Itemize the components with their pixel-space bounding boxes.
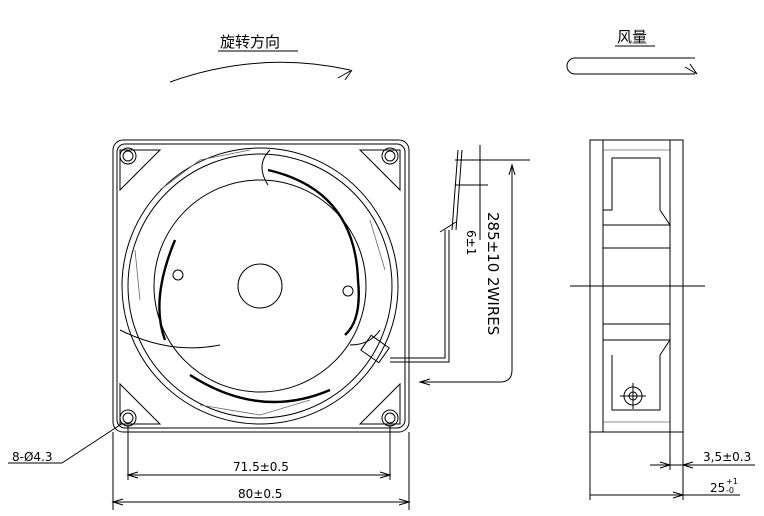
- frame-width-dimension: 80±0.5: [238, 487, 282, 501]
- dimension-arrowheads: [418, 163, 516, 386]
- leader-line: [61, 422, 124, 464]
- rotation-arrow-head: [337, 69, 353, 81]
- front-view-dimension-lines: [111, 425, 411, 510]
- dimension-arrowheads: [111, 471, 411, 506]
- rotation-arrow: [169, 61, 351, 83]
- dimension-arrowheads: [659, 461, 694, 469]
- wire-strip-dimension: 6±1: [464, 230, 478, 255]
- mounting-hole-bore: [384, 150, 396, 162]
- venturi-inner-ring: [127, 153, 393, 419]
- hole-spacing-dimension: 71.5±0.5: [233, 460, 289, 474]
- impeller-circle: [153, 179, 367, 393]
- depth-tolerance-minus: -0: [726, 486, 734, 495]
- mounting-hole-dimension: 8-Ø4.3: [12, 450, 53, 464]
- dimension-arrowhead: [672, 491, 685, 499]
- depth-dimension: 25: [710, 481, 725, 495]
- wire-length-dimension: 285±10 2WIRES: [484, 212, 502, 335]
- depth-tolerance-plus: +1: [726, 477, 738, 486]
- mounting-hole: [381, 147, 399, 165]
- mounting-hole: [119, 147, 137, 165]
- frame-outer-edge: [112, 139, 410, 433]
- mounting-hole-bore: [384, 412, 396, 424]
- frame-inner-edge: [116, 143, 406, 429]
- airflow-arrow-head: [684, 63, 698, 75]
- airflow-arrow: [566, 57, 695, 75]
- wire-connector: [360, 334, 390, 364]
- wire-ends: [439, 149, 463, 233]
- wire-strip-dimension-lines: [455, 145, 530, 240]
- side-opening: [603, 339, 671, 411]
- corner-ribs: [119, 149, 401, 425]
- fan-blade: [267, 168, 360, 336]
- flange-thickness-dimension: 3,5±0.3: [703, 450, 751, 464]
- airflow-title: 风量: [617, 28, 647, 46]
- hub-circle: [237, 263, 283, 309]
- fan-front-view: [112, 139, 463, 433]
- rotation-direction-title: 旋转方向: [220, 33, 280, 51]
- wires: [390, 230, 450, 363]
- side-opening: [603, 157, 671, 226]
- fan-blade: [158, 239, 177, 341]
- fan-side-view: [570, 139, 705, 433]
- venturi-outer-ring: [121, 147, 399, 425]
- hub-screw-hole: [342, 285, 354, 297]
- fan-blade: [189, 373, 331, 404]
- hidden-blade-lines: [134, 149, 386, 416]
- mounting-hole-bore: [122, 412, 134, 424]
- hub-screw-hole: [172, 269, 184, 281]
- mounting-hole-bore: [122, 150, 134, 162]
- wire-length-dimension-line: [420, 165, 513, 383]
- side-view-dimension-lines: [589, 432, 755, 500]
- mounting-holes: [119, 147, 399, 427]
